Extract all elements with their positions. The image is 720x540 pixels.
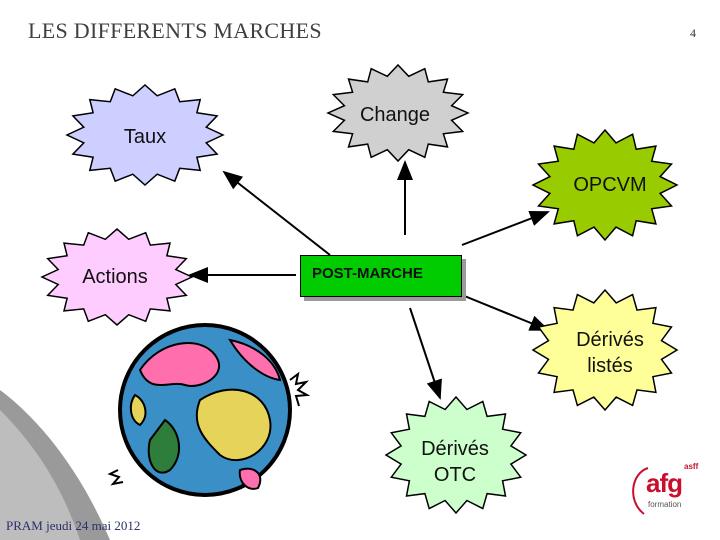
node-derives-otc-line1: Dérivés [421, 438, 489, 460]
node-actions-shape [40, 228, 194, 326]
afg-logo: afg asff formation [626, 462, 704, 522]
logo-swirl [632, 467, 649, 515]
node-derives-otc-label: Dérivés OTC [400, 436, 510, 488]
node-derives-otc-shape [384, 395, 528, 515]
node-derives-otc-line2: OTC [433, 464, 477, 486]
arrow-to-derives-otc [409, 307, 442, 400]
logo-badge-text: asff [684, 462, 699, 471]
node-taux-label: Taux [123, 126, 167, 148]
node-actions-label: Actions [82, 266, 148, 288]
arrow-to-opcvm [461, 210, 550, 246]
node-change-shape [326, 63, 470, 163]
page-number: 4 [690, 26, 696, 40]
footer-text: PRAM jeudi 24 mai 2012 [6, 518, 141, 533]
node-taux-shape [65, 83, 225, 187]
post-marche-box [300, 255, 462, 297]
post-marche-label: POST-MARCHE [312, 265, 423, 282]
node-opcvm-shape [531, 128, 679, 242]
logo-main-text: afg [646, 468, 683, 498]
globe-illustration [107, 323, 311, 497]
node-opcvm-label: OPCVM [573, 174, 647, 196]
logo-sub-text: formation [648, 500, 682, 509]
arrow-to-taux [222, 170, 331, 256]
slide-title: LES DIFFERENTS MARCHES [28, 18, 322, 43]
node-change-label: Change [359, 104, 431, 126]
node-derives-listes-label: Dérivés listés [555, 327, 665, 379]
node-derives-listes-line1: Dérivés [576, 329, 644, 351]
node-derives-listes-line2: listés [587, 355, 633, 377]
node-derives-listes-shape [531, 288, 679, 412]
decorative-swoosh-light [0, 410, 80, 540]
arrow-to-derives-listes [461, 294, 550, 331]
